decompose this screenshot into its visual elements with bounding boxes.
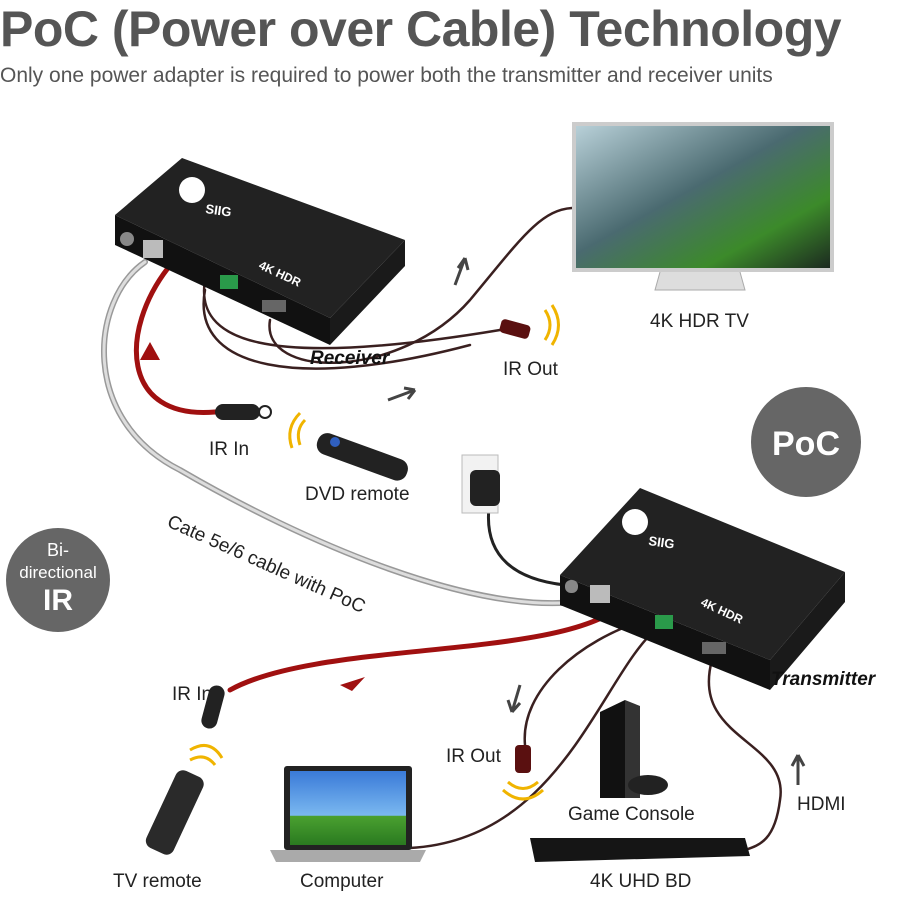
page-subtitle: Only one power adapter is required to po… <box>0 64 773 87</box>
hdmi-port <box>262 300 286 312</box>
cat-cable-highlight <box>102 260 592 605</box>
bidir-line1: Bi- <box>47 540 69 560</box>
ir-out-receiver-label: IR Out <box>503 359 559 380</box>
ir-emitter-receiver <box>499 304 560 346</box>
ir-receiver-in <box>215 404 272 420</box>
poc-badge-text: PoC <box>772 425 840 463</box>
dvd-remote-label: DVD remote <box>305 484 410 505</box>
hdmi-label: HDMI <box>797 794 846 815</box>
receiver-device: SIIG 4K HDR <box>115 158 405 345</box>
poc-badge: PoC <box>751 387 861 497</box>
cable-label: Cate 5e/6 cable with PoC <box>164 511 368 617</box>
transmitter-device: SIIG 4K HDR <box>560 488 845 690</box>
ir-out-transmitter-label: IR Out <box>446 746 502 767</box>
game-console <box>600 700 668 798</box>
ir-out-transmitter <box>501 745 545 801</box>
ir-in-transmitter-cable <box>227 602 625 693</box>
rj45-port <box>590 585 610 603</box>
tv-label: 4K HDR TV <box>650 311 749 332</box>
siig-logo-icon <box>622 509 648 535</box>
ir-in-transmitter <box>201 685 225 729</box>
game-console-label: Game Console <box>568 804 695 825</box>
arrow-right-icon <box>387 386 417 402</box>
tv-remote <box>145 744 224 855</box>
dvd-remote <box>288 411 408 481</box>
dc-jack <box>565 580 578 593</box>
rs232-terminal <box>655 615 673 629</box>
transmitter-label: Transmitter <box>771 669 877 690</box>
computer-cable <box>408 628 657 850</box>
brand-logo: SIIG <box>648 533 676 551</box>
hdmi-out-cable <box>268 206 574 364</box>
bluray-label: 4K UHD BD <box>590 871 691 892</box>
arrow-down-icon <box>506 684 522 713</box>
computer-label: Computer <box>300 871 384 892</box>
ir-in-receiver-label: IR In <box>209 439 249 460</box>
arrow-up-icon <box>453 257 470 286</box>
tv-remote-label: TV remote <box>113 871 202 892</box>
rs232-terminal <box>220 275 238 289</box>
hdmi-port <box>702 642 726 654</box>
bidirectional-ir-badge: Bi- directional IR <box>6 528 110 632</box>
receiver-label: Receiver <box>310 348 391 369</box>
bluray-player <box>530 838 750 862</box>
siig-logo-icon <box>179 177 205 203</box>
brand-logo: SIIG <box>205 201 233 219</box>
power-adapter <box>461 454 500 514</box>
laptop <box>270 766 426 862</box>
arrows <box>140 257 806 785</box>
hdmi-out-cable-2 <box>202 288 472 370</box>
arrow-up-red-icon <box>140 342 160 360</box>
arrow-up-hdmi-icon <box>790 754 806 785</box>
ir-in-transmitter-label: IR In <box>172 684 212 705</box>
dc-jack <box>120 232 134 246</box>
page-title: PoC (Power over Cable) Technology <box>0 1 842 57</box>
arrow-right-red-icon <box>340 677 365 691</box>
bidir-line3: IR <box>43 584 73 617</box>
ir-in-receiver-cable <box>133 265 218 415</box>
power-cable <box>487 498 567 587</box>
rj45-port <box>143 240 163 258</box>
hdmi-in-cable <box>707 658 782 852</box>
bidir-line2: directional <box>19 563 97 582</box>
tv <box>572 122 834 291</box>
